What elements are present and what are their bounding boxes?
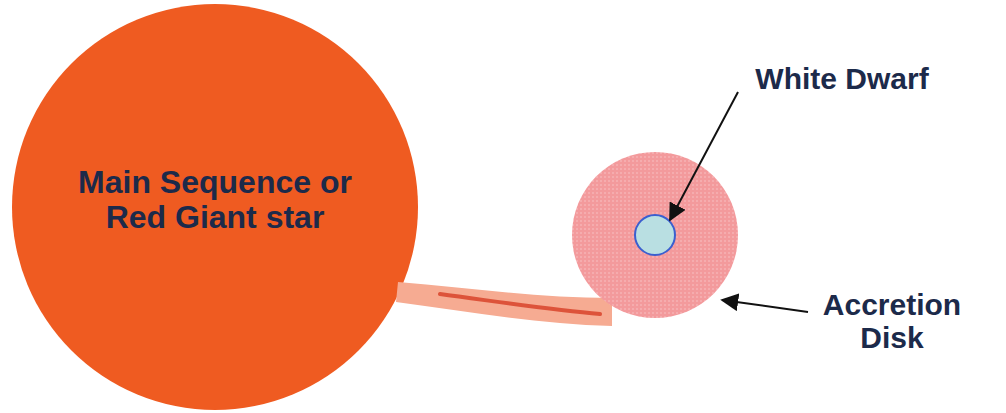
mass-stream: [396, 282, 612, 326]
callout-label: Accretion Disk: [812, 288, 972, 354]
donor-star: [12, 4, 418, 410]
star-circle: Main Sequence or Red Giant star: [12, 4, 418, 410]
accretion-disk: [572, 152, 738, 318]
star-label: Main Sequence or Red Giant star: [75, 165, 355, 235]
leader-arrow: [670, 92, 738, 220]
callout-label: White Dwarf: [742, 62, 942, 95]
white-dwarf: [635, 215, 675, 255]
leader-arrow: [722, 300, 808, 312]
stream-core: [440, 294, 600, 314]
